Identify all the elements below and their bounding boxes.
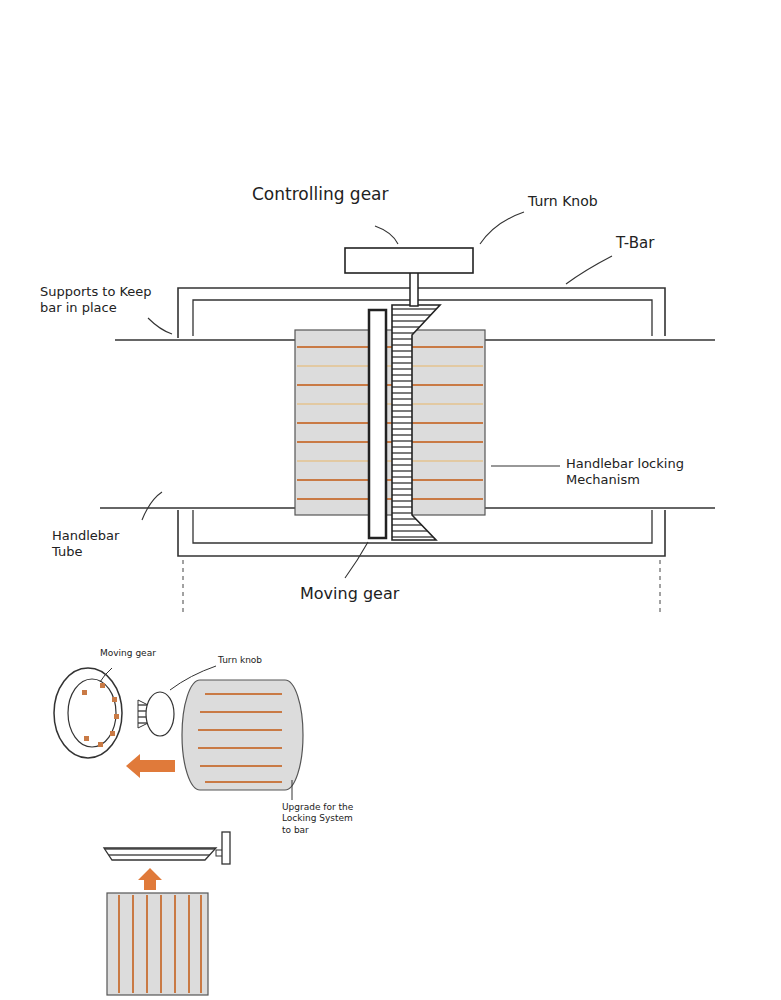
callout-label: Moving gear — [100, 648, 156, 659]
callout-label: Turn knob — [218, 655, 262, 666]
callout-label: Upgrade for the Locking System to bar — [282, 802, 354, 836]
callout-label: Supports to Keep bar in place — [40, 284, 155, 317]
callout-label: Moving gear — [300, 584, 399, 604]
callout-label: Handlebar Tube — [52, 528, 152, 561]
callout-label: T-Bar — [616, 234, 654, 253]
callout-label: Controlling gear — [252, 184, 389, 205]
callout-label: Turn Knob — [528, 193, 598, 211]
callout-label: Handlebar locking Mechanism — [566, 456, 716, 489]
